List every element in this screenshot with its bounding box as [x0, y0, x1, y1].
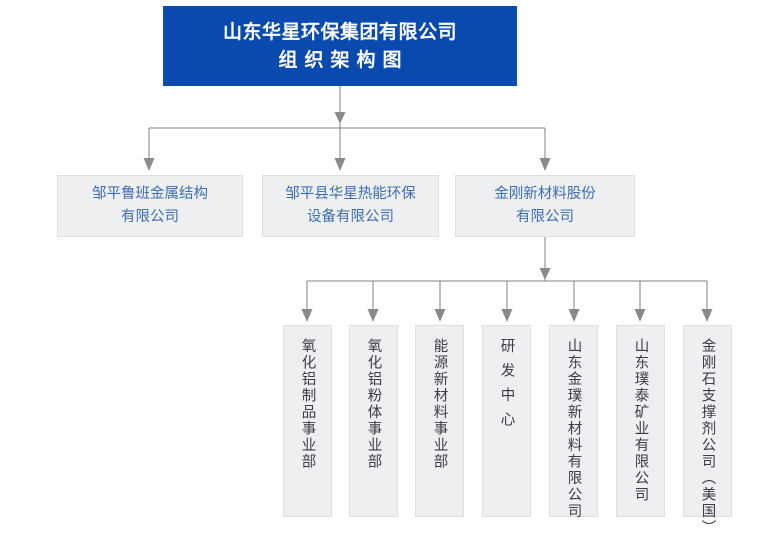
level2-node-line2: 有限公司 — [516, 209, 574, 225]
level3-node-label: 能源新材料事业部 — [431, 338, 448, 470]
arrowhead-l3-0 — [301, 309, 313, 322]
level3-node-label: 山东璞泰矿业有限公司 — [632, 338, 649, 503]
level3-node-jinpu-new-materials: 山东金璞新材料有限公司 — [549, 325, 598, 520]
arrowhead-l3-5 — [634, 309, 646, 322]
root-node-title: 山东华星环保集团有限公司 组织架构图 — [163, 6, 517, 86]
arrowhead-l3-6 — [701, 309, 713, 322]
arrowhead-l2-to-bus — [539, 268, 551, 280]
arrowhead-l3-2 — [434, 309, 446, 322]
root-title-line2: 组织架构图 — [278, 49, 409, 71]
level3-node-energy-new-materials: 能源新材料事业部 — [415, 325, 464, 517]
level3-node-label: 氧化铝制品事业部 — [299, 338, 316, 470]
level3-node-alumina-products: 氧化铝制品事业部 — [283, 325, 332, 517]
level3-node-alumina-powder: 氧化铝粉体事业部 — [349, 325, 398, 517]
level3-node-diamond-proppant-usa: 金刚石支撑剂公司（美国） — [683, 325, 732, 536]
arrowhead-l3-1 — [367, 309, 379, 322]
arrowhead-l2-1 — [334, 158, 346, 171]
arrowhead-l2-2 — [539, 158, 551, 171]
level2-node-jingang-materials: 金刚新材料股份 有限公司 — [455, 175, 635, 237]
level2-node-luban-metal: 邹平鲁班金属结构 有限公司 — [57, 175, 243, 237]
level3-node-label: 研发中心 — [498, 338, 515, 436]
root-title-line1: 山东华星环保集团有限公司 — [222, 21, 457, 43]
level3-node-label: 山东金璞新材料有限公司 — [565, 338, 582, 520]
arrowhead-l2-0 — [143, 158, 155, 171]
arrowhead-root-to-bus — [334, 112, 346, 124]
level3-node-label: 氧化铝粉体事业部 — [365, 338, 382, 470]
level2-node-line1: 金刚新材料股份 — [494, 186, 596, 202]
level2-node-huaxing-thermal: 邹平县华星热能环保 设备有限公司 — [262, 175, 439, 237]
level3-node-rnd-center: 研发中心 — [482, 325, 531, 517]
level2-node-line1: 邹平县华星热能环保 — [285, 186, 416, 202]
level3-node-putai-mining: 山东璞泰矿业有限公司 — [616, 325, 665, 517]
level3-node-label: 金刚石支撑剂公司（美国） — [699, 338, 716, 536]
level2-node-line2: 有限公司 — [121, 209, 179, 225]
level2-node-line1: 邹平鲁班金属结构 — [92, 186, 208, 202]
level2-node-line2: 设备有限公司 — [307, 209, 394, 225]
arrowhead-l3-4 — [568, 309, 580, 322]
arrowhead-l3-3 — [501, 309, 513, 322]
